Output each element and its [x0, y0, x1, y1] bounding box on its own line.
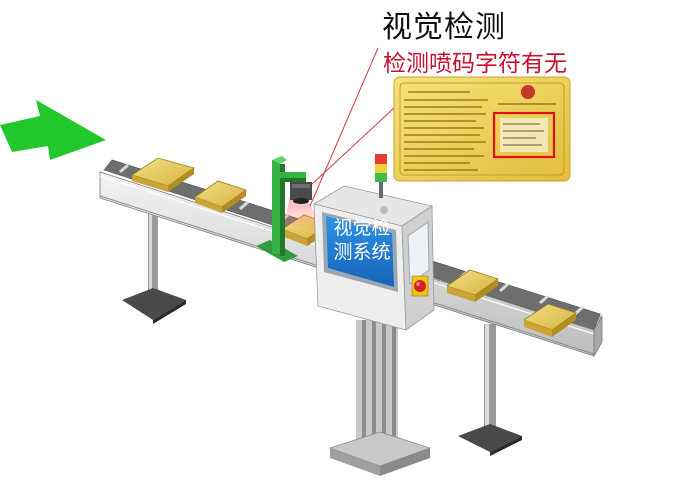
- callout-line: [295, 107, 395, 200]
- product-box: [131, 157, 195, 192]
- conveyor-leg-left: [122, 212, 186, 324]
- emergency-stop-button-icon: [411, 275, 429, 297]
- stack-light-icon: [375, 154, 387, 198]
- magnified-label-card: [393, 76, 571, 182]
- highlight-box: [492, 111, 556, 159]
- conveyor-leg-right: [458, 324, 522, 456]
- camera-sensor-icon: [290, 182, 312, 204]
- diagram-title: 视觉检测: [382, 10, 506, 45]
- diagram-subtitle: 检测喷码字符有无: [383, 51, 567, 77]
- product-box: [194, 180, 247, 213]
- callout-line: [309, 47, 379, 207]
- sensor-post: [256, 156, 306, 262]
- cabinet-screen: [322, 212, 398, 292]
- screen-label: 视觉检 测系统: [328, 216, 396, 264]
- screen-label-line-1: 视觉检: [333, 217, 391, 239]
- product-box: [523, 303, 577, 337]
- flow-direction-arrow-icon: [0, 100, 106, 160]
- product-box: [446, 269, 499, 302]
- cabinet-pillar: [328, 320, 432, 476]
- camera-light-beam: [284, 196, 322, 230]
- side-panel: [407, 221, 430, 285]
- screen-label-line-2: 测系统: [333, 241, 391, 263]
